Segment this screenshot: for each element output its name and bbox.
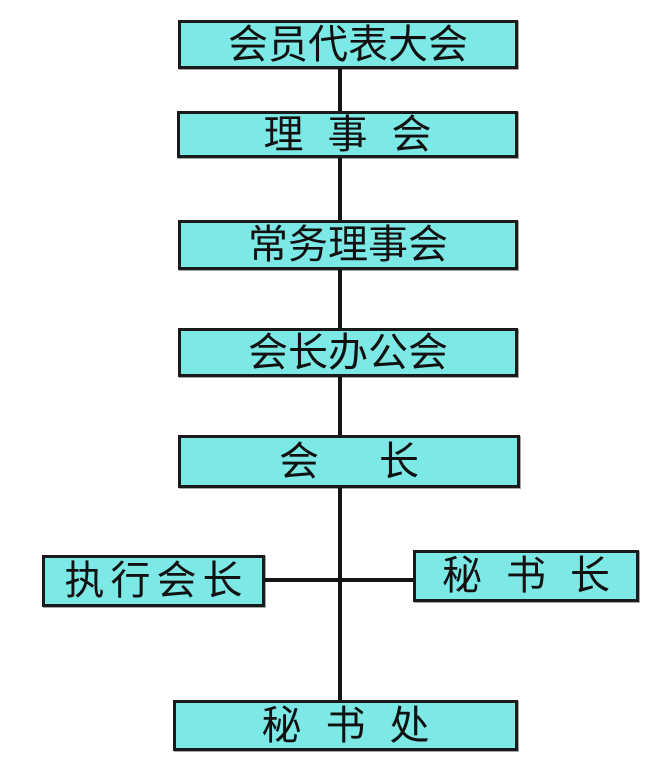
edge-standing-council-presidents-office-meeting	[338, 269, 342, 330]
edge-members-congress-council	[338, 68, 342, 113]
edge-presidents-office-meeting-president	[338, 376, 342, 437]
org-box-members-congress: 会员代表大会	[178, 20, 518, 69]
org-box-presidents-office-meeting: 会长办公会	[178, 328, 518, 377]
edge-executive-president-secretary-general	[264, 578, 414, 582]
org-box-executive-president: 执行会长	[42, 555, 265, 607]
org-box-council: 理事会	[177, 111, 518, 158]
org-box-standing-council: 常务理事会	[178, 220, 518, 270]
org-box-president: 会长	[178, 435, 520, 488]
org-box-secretary-general: 秘书长	[413, 550, 639, 602]
edge-council-standing-council	[338, 157, 342, 222]
org-box-secretariat: 秘书处	[173, 700, 518, 751]
edge-president-secretariat	[338, 486, 342, 702]
